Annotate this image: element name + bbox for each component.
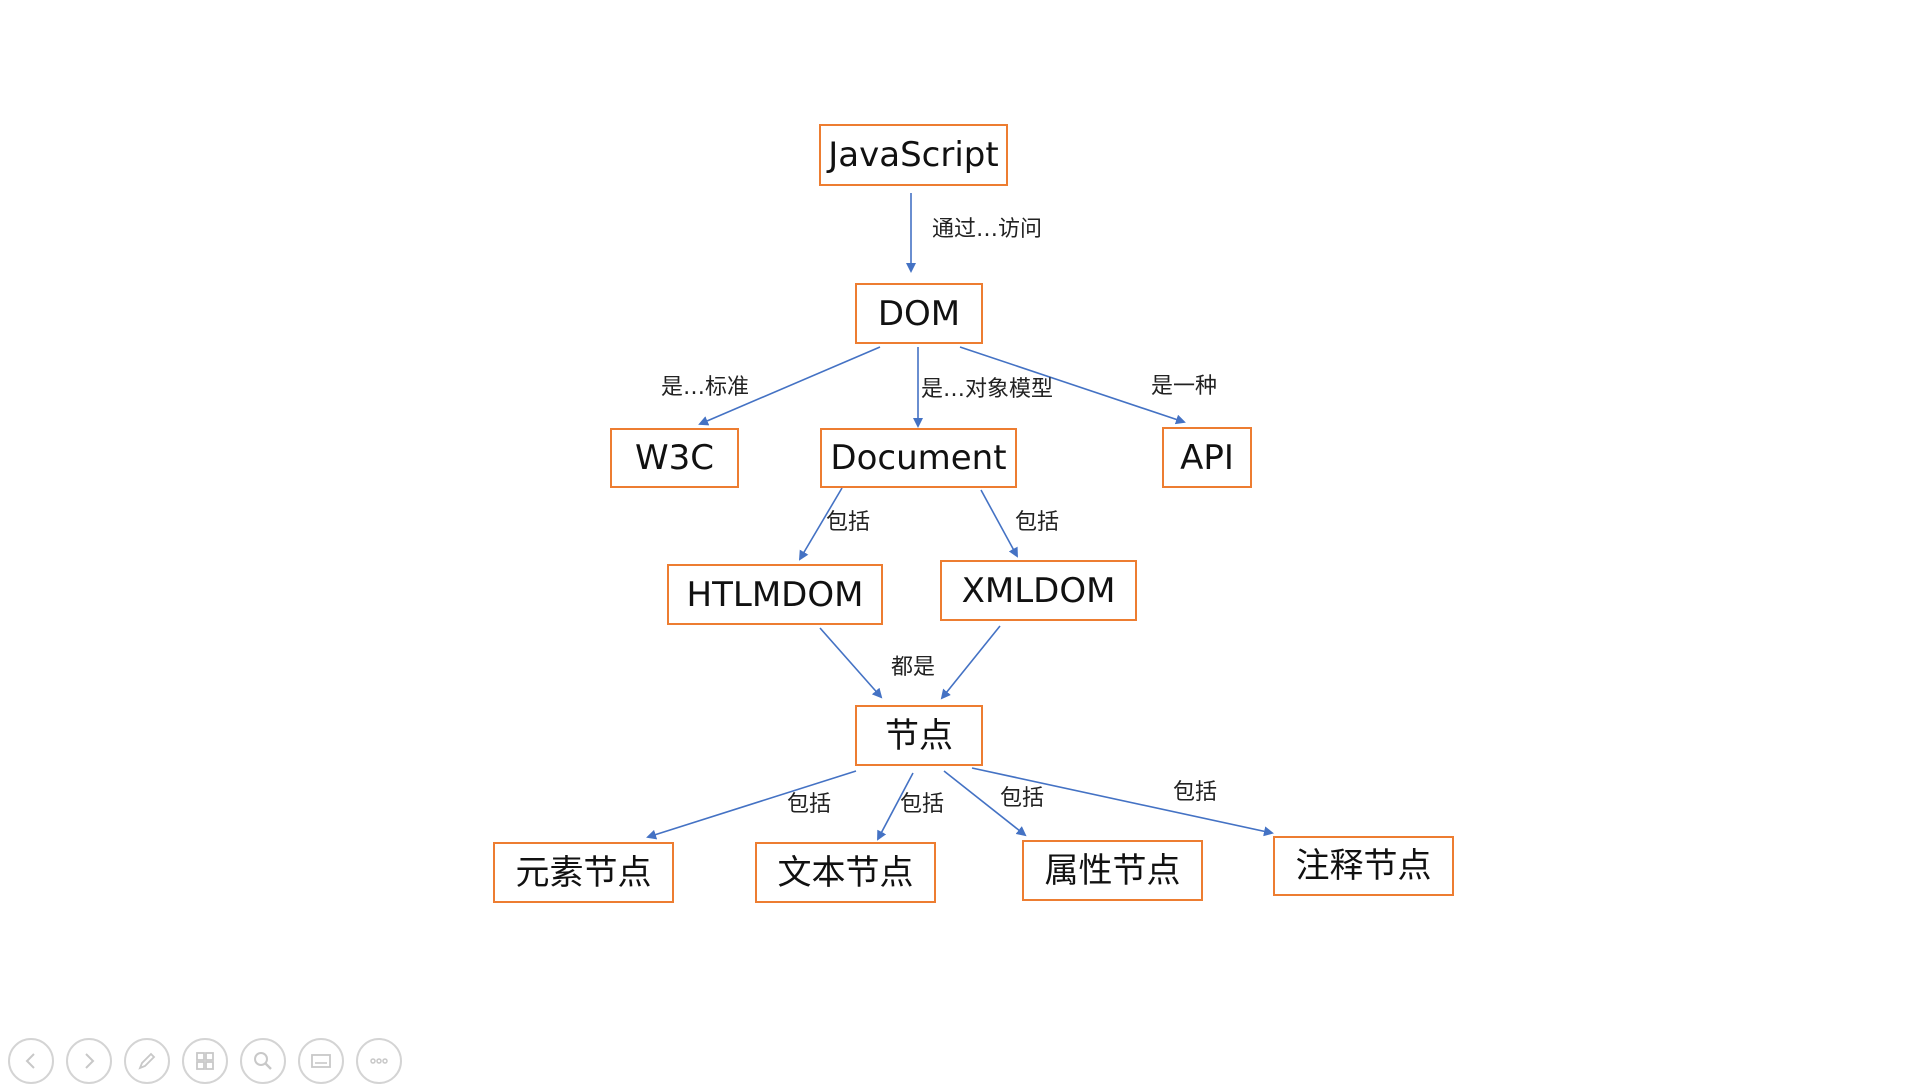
ellipsis-icon — [370, 1058, 388, 1064]
edge-xmldom-node — [940, 625, 1001, 700]
chevron-right-icon — [85, 1053, 95, 1069]
zoom-button[interactable] — [240, 1038, 286, 1084]
edge-label-js-dom: 通过…访问 — [932, 217, 1043, 242]
magnifier-icon — [254, 1052, 272, 1070]
edge-node-attribute — [943, 770, 1027, 837]
node-element-node: 元素节点 — [493, 842, 674, 903]
edge-htmldom-node — [819, 627, 883, 699]
edge-node-text — [877, 772, 914, 841]
grid-icon — [196, 1052, 214, 1070]
edge-node-comment — [971, 767, 1274, 837]
edge-label-node-text: 包括 — [900, 792, 945, 817]
pen-icon — [138, 1052, 156, 1070]
edge-label-dom-document: 是…对象模型 — [921, 377, 1054, 402]
node-attribute-node: 属性节点 — [1022, 840, 1203, 901]
next-slide-button[interactable] — [66, 1038, 112, 1084]
pen-tool-button[interactable] — [124, 1038, 170, 1084]
node-document: Document — [820, 428, 1017, 488]
edge-label-document-xmldom: 包括 — [1015, 510, 1060, 535]
edge-label-node-attribute: 包括 — [1000, 786, 1045, 811]
node-javascript: JavaScript — [819, 124, 1008, 186]
chevron-left-icon — [25, 1053, 35, 1069]
node-xmldom: XMLDOM — [940, 560, 1137, 621]
node-text-node: 文本节点 — [755, 842, 936, 903]
edge-label-document-htmldom: 包括 — [826, 510, 871, 535]
edge-node-element — [646, 770, 857, 840]
slideshow-toolbar — [8, 1038, 402, 1088]
node-comment-node: 注释节点 — [1273, 836, 1454, 896]
edge-label-node-comment: 包括 — [1173, 780, 1218, 805]
edge-document-xmldom — [980, 489, 1018, 558]
edge-dom-w3c — [698, 346, 881, 426]
edge-label-htmldom-node: 都是 — [891, 655, 936, 680]
edge-dom-api — [959, 346, 1186, 425]
node-htmldom: HTLMDOM — [667, 564, 883, 625]
subtitles-icon — [311, 1054, 331, 1068]
edge-label-dom-w3c: 是…标准 — [661, 375, 750, 400]
node-w3c: W3C — [610, 428, 739, 488]
node-node: 节点 — [855, 705, 983, 766]
slide-overview-button[interactable] — [182, 1038, 228, 1084]
edge-label-node-element: 包括 — [787, 792, 832, 817]
subtitles-button[interactable] — [298, 1038, 344, 1084]
node-dom: DOM — [855, 283, 983, 344]
previous-slide-button[interactable] — [8, 1038, 54, 1084]
edge-label-dom-api: 是一种 — [1151, 374, 1218, 399]
node-api: API — [1162, 427, 1252, 488]
more-options-button[interactable] — [356, 1038, 402, 1084]
edge-document-htmldom — [798, 487, 843, 561]
